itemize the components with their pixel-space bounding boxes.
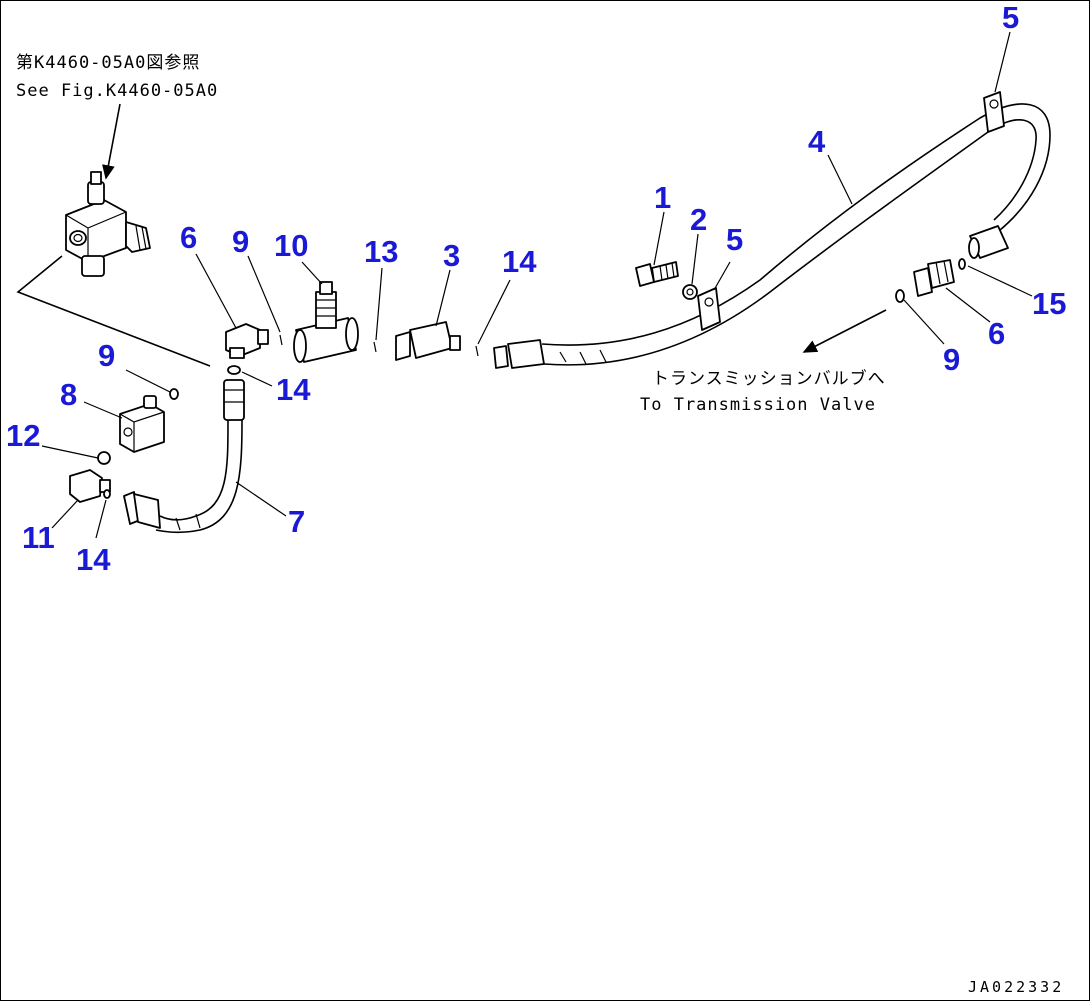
elbow-fitting-6 [225, 323, 269, 359]
reference-note-en: See Fig.K4460-05A0 [16, 81, 218, 101]
callout-2: 2 [690, 202, 707, 237]
leader-lines [41, 31, 1033, 539]
plug-12 [97, 451, 111, 465]
callout-12: 12 [6, 418, 40, 453]
fitting-6-right [913, 259, 955, 297]
callout-9-upper: 9 [232, 224, 249, 259]
callout-numbers: 5 4 1 2 5 3 14 13 10 9 6 15 6 9 14 9 8 1… [6, 0, 1066, 577]
oring-14-lower [103, 489, 111, 499]
hose-4 [493, 103, 1051, 369]
callout-7: 7 [288, 504, 305, 539]
oring-14-upper [227, 365, 241, 375]
callout-15: 15 [1032, 286, 1066, 321]
callout-13: 13 [364, 234, 398, 269]
oring-9-left [169, 388, 179, 400]
callout-6-right: 6 [988, 316, 1005, 351]
drawing-code: JA022332 [968, 978, 1064, 996]
clamp-5-upper [983, 91, 1005, 133]
destination-note-jp: トランスミッションバルブへ [652, 368, 886, 389]
destination-note-en: To Transmission Valve [640, 395, 876, 415]
callout-1: 1 [654, 180, 671, 215]
callout-3: 3 [443, 238, 460, 273]
hose-7 [123, 379, 245, 534]
callout-14-upper: 14 [276, 372, 311, 407]
washer-2 [682, 284, 698, 300]
callout-8: 8 [60, 377, 77, 412]
callout-10: 10 [274, 228, 308, 263]
oring-14-mid [475, 345, 479, 357]
callout-9-right: 9 [943, 342, 960, 377]
callout-14-lower: 14 [76, 542, 111, 577]
callout-6-left: 6 [180, 220, 197, 255]
callout-11: 11 [22, 520, 55, 555]
reference-leader-line [16, 255, 211, 367]
callout-5-lower: 5 [726, 222, 743, 257]
oring-9-right [895, 289, 905, 303]
callout-9-left: 9 [98, 338, 115, 373]
callout-14-mid: 14 [502, 244, 537, 279]
callout-4: 4 [808, 124, 826, 159]
elbow-11 [69, 469, 111, 503]
oring-13 [373, 341, 377, 353]
reference-valve-block [65, 171, 151, 277]
callout-5-top: 5 [1002, 0, 1019, 35]
tee-fitting-10 [293, 281, 359, 363]
reference-arrow [102, 103, 121, 180]
adapter-3 [395, 321, 461, 361]
oring-9-upper [279, 334, 283, 346]
solenoid-block-8 [119, 395, 165, 453]
oring-15 [958, 258, 966, 270]
clamp-5-lower [697, 287, 721, 331]
reference-note-jp: 第K4460-05A0図参照 [16, 53, 200, 73]
bolt-1 [635, 261, 679, 287]
destination-arrow [802, 309, 887, 353]
